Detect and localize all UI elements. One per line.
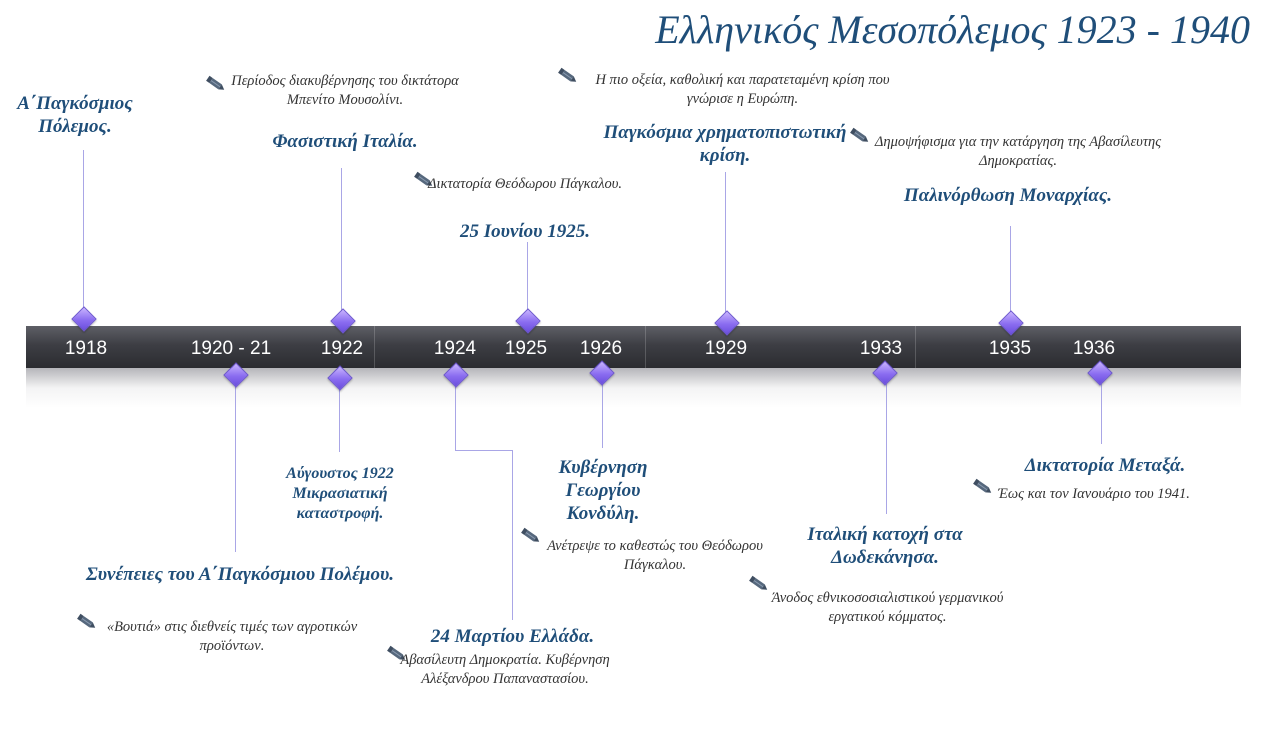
pencil-icon [557, 66, 579, 86]
event-1925-note: Δικτατορία Θεόδωρου Πάγκαλου. [427, 176, 623, 192]
event-1920-heading: Συνέπειες του Α΄Παγκόσμιου Πολέμου. [85, 564, 395, 585]
event-1935-note: Δημοψήφισμα για την κατάργηση της Αβασίλ… [874, 134, 1162, 169]
year-label-1924: 1924 [433, 338, 477, 359]
connector-line [455, 384, 456, 450]
pencil-icon [520, 526, 542, 546]
connector-line [235, 384, 236, 552]
event-1935-heading: Παλινόρθωση Μοναρχίας. [903, 185, 1113, 206]
connector-line [527, 242, 528, 312]
year-label-1918: 1918 [64, 338, 108, 359]
event-1936-note: Έως και τον Ιανουάριο του 1941. [998, 486, 1190, 502]
connector-line [339, 386, 340, 452]
connector-line [886, 384, 887, 514]
event-1926-note: Ανέτρεψε το καθεστώς του Θεόδωρου Πάγκαλ… [547, 538, 763, 573]
year-label-1933: 1933 [859, 338, 903, 359]
connector-line [602, 384, 603, 448]
year-label-1926: 1926 [579, 338, 623, 359]
event-1929-heading: Παγκόσμια χρηματοπιστωτική κρίση. [603, 122, 847, 166]
connector-line [341, 168, 342, 312]
timeline-band-reflection [26, 368, 1241, 408]
connector-line [1010, 226, 1011, 312]
band-divider [915, 326, 916, 368]
event-1926-heading: Κυβέρνηση Γεωργίου Κονδύλη. [558, 457, 648, 524]
year-label-1920-21: 1920 - 21 [190, 338, 272, 359]
pencil-icon [972, 477, 994, 497]
event-1925-heading: 25 Ιουνίου 1925. [460, 221, 590, 242]
band-divider [374, 326, 375, 368]
year-label-1922: 1922 [320, 338, 364, 359]
connector-line [725, 172, 726, 312]
event-1936-heading: Δικτατορία Μεταξά. [1024, 455, 1186, 476]
timeline-band [26, 326, 1241, 368]
event-1922a-heading: Φασιστική Ιταλία. [272, 131, 418, 152]
band-divider [645, 326, 646, 368]
year-label-1925: 1925 [504, 338, 548, 359]
event-1922a-note: Περίοδος διακυβέρνησης του δικτάτορα Μπε… [231, 73, 459, 108]
event-1918-heading: Α΄Παγκόσμιος Πόλεμος. [17, 93, 133, 137]
connector-line [512, 450, 513, 620]
event-1933-note: Άνοδος εθνικοσοσιαλιστικού γερμανικού ερ… [771, 590, 1004, 625]
event-1924-heading: 24 Μαρτίου Ελλάδα. [430, 626, 595, 647]
event-1924-note: Αβασίλευτη Δημοκρατία. Κυβέρνηση Αλέξανδ… [400, 652, 610, 687]
year-label-1929: 1929 [704, 338, 748, 359]
event-1929-note: Η πιο οξεία, καθολική και παρατεταμένη κ… [595, 72, 890, 107]
connector-line [455, 450, 513, 451]
connector-line [1101, 384, 1102, 444]
event-1933-heading: Ιταλική κατοχή στα Δωδεκάνησα. [807, 524, 963, 568]
connector-line [83, 150, 84, 310]
year-label-1935: 1935 [988, 338, 1032, 359]
event-1922b-heading: Αύγουστος 1922 Μικρασιατική καταστροφή. [286, 465, 394, 522]
year-label-1936: 1936 [1072, 338, 1116, 359]
event-1920-note: «Βουτιά» στις διεθνείς τιμές των αγροτικ… [106, 619, 358, 654]
timeline-title: Ελληνικός Μεσοπόλεμος 1923 - 1940 [655, 7, 1250, 52]
